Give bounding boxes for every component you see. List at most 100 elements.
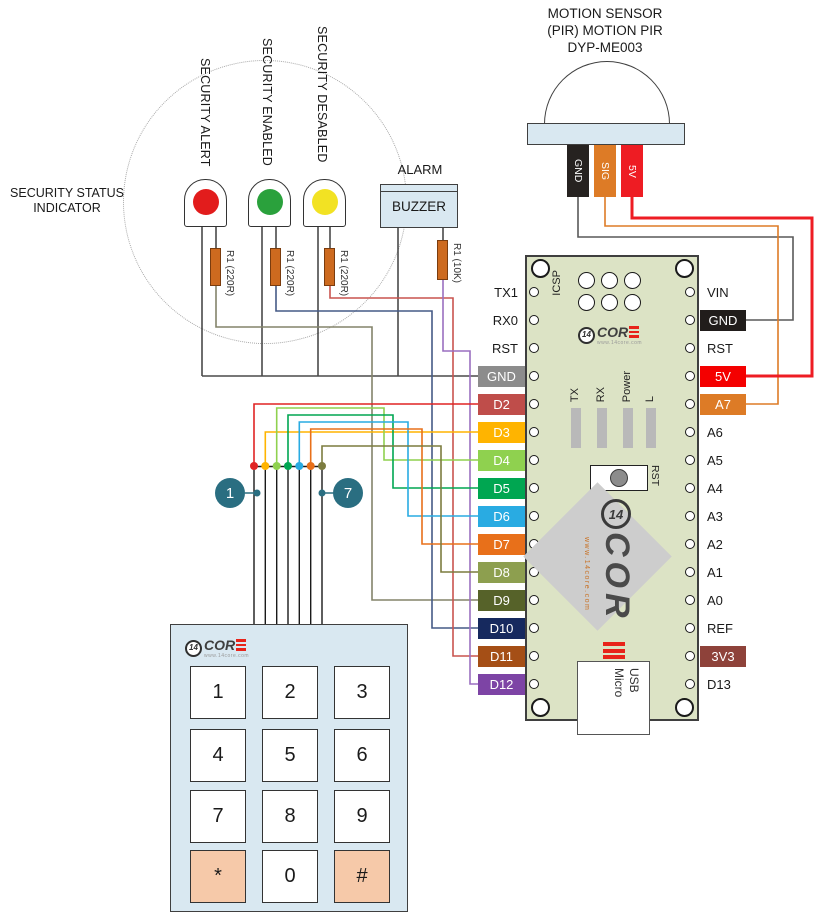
reset-label: RST <box>649 465 661 486</box>
pin-label-a4: A4 <box>707 481 723 496</box>
watermark-text: COR <box>598 532 636 623</box>
pin-hole <box>685 567 695 577</box>
pin-label-5v: 5V <box>700 366 746 387</box>
pin-label-a3: A3 <box>707 509 723 524</box>
pin-label-d8: D8 <box>478 562 525 583</box>
pin-hole <box>685 511 695 521</box>
ribbon-dot-5 <box>295 462 304 470</box>
resistor-alert-label: R1 (220R) <box>224 250 235 297</box>
mount-hole <box>531 698 550 717</box>
callout-7-dot <box>318 489 326 497</box>
logo-url: www.14core.com <box>597 340 643 346</box>
pin-label-a5: A5 <box>707 453 723 468</box>
logo-text: COR <box>204 637 236 653</box>
pin-label-d7: D7 <box>478 534 525 555</box>
pin-hole <box>685 343 695 353</box>
led-alert-label: SECURITY ALERT <box>198 58 212 167</box>
logo-14-icon: 14 <box>185 639 202 657</box>
pin-label-d6: D6 <box>478 506 525 527</box>
pin-hole <box>685 399 695 409</box>
led-enabled-chip <box>256 189 283 215</box>
key-9: 9 <box>334 790 390 843</box>
status-led-bar <box>646 408 656 448</box>
key-8: 8 <box>262 790 318 843</box>
icsp-pad <box>578 294 595 311</box>
alarm-label: ALARM <box>397 162 443 177</box>
pin-label-d9: D9 <box>478 590 525 611</box>
pin-hole <box>685 455 695 465</box>
key-star: * <box>190 850 246 903</box>
pin-hole <box>685 287 695 297</box>
ribbon-dot-3 <box>272 462 281 470</box>
pin-label-d13: D13 <box>707 677 731 692</box>
led-enabled <box>248 179 291 227</box>
pin-label-gnd-left: GND <box>478 366 525 387</box>
pin-hole <box>685 595 695 605</box>
pin-label-d11: D11 <box>478 646 525 667</box>
resistor-alert <box>210 248 221 286</box>
callout-badge-1: 1 <box>215 478 245 508</box>
pin-label-a7: A7 <box>700 394 746 415</box>
pir-title-line1: MOTION SENSOR <box>547 6 663 21</box>
micro-usb-label-line1: Micro <box>612 668 626 698</box>
pir-pin-sig: SIG <box>594 145 616 197</box>
wire-enabled-to-d10 <box>275 285 480 629</box>
pin-label-vin: VIN <box>707 285 729 300</box>
ribbon-dot-4 <box>284 462 292 470</box>
led-enabled-label: SECURITY ENABLED <box>260 38 274 167</box>
pin-label-d4: D4 <box>478 450 525 471</box>
pin-label-rst-right: RST <box>707 341 733 356</box>
indicator-caption-line1: SECURITY STATUS <box>10 186 124 200</box>
wire-pir-sig-to-a7 <box>604 196 779 405</box>
pin-label-d5: D5 <box>478 478 525 499</box>
micro-usb-label-line2: USB <box>627 668 641 693</box>
pir-base <box>527 123 685 145</box>
status-label-tx: TX <box>569 387 581 402</box>
mount-hole <box>675 259 694 278</box>
led-alert-chip <box>192 189 219 215</box>
status-led-bar <box>597 408 607 448</box>
pin-hole <box>685 315 695 325</box>
pin-hole <box>529 315 539 325</box>
pin-label-d2: D2 <box>478 394 525 415</box>
indicator-caption-line2: INDICATOR <box>33 201 101 215</box>
pir-pin-gnd: GND <box>567 145 589 197</box>
resistor-enabled <box>270 248 281 286</box>
key-7: 7 <box>190 790 246 843</box>
logo-e-bars-icon <box>236 639 247 651</box>
wire-kp3-to-d4 <box>275 407 480 466</box>
resistor-buzzer-label: R1 (10K) <box>451 243 462 284</box>
led-desabled-chip <box>311 189 338 215</box>
logo-url: www.14core.com <box>204 653 250 659</box>
callout-1-dot <box>253 489 261 497</box>
pin-label-d12: D12 <box>478 674 525 695</box>
icsp-pad <box>601 272 618 289</box>
wire-kp5-to-d6 <box>298 421 480 517</box>
key-5: 5 <box>262 729 318 782</box>
resistor-desabled-label: R1 (220R) <box>338 250 349 297</box>
reset-button-cap <box>610 468 628 487</box>
pin-hole <box>529 623 539 633</box>
pin-hole <box>685 483 695 493</box>
key-3: 3 <box>334 666 390 719</box>
mount-hole <box>675 698 694 717</box>
wire-kp1-to-d2 <box>253 403 480 466</box>
pin-hole <box>529 399 539 409</box>
wire-alert-to-d9 <box>215 285 480 601</box>
icsp-pad <box>601 294 618 311</box>
pin-hole <box>529 343 539 353</box>
pin-hole <box>529 511 539 521</box>
key-4: 4 <box>190 729 246 782</box>
pin-label-3v3: 3V3 <box>700 646 746 667</box>
icsp-label: ICSP <box>551 270 563 296</box>
pin-hole <box>529 651 539 661</box>
pin-label-gnd-right: GND <box>700 310 746 331</box>
led-desabled-label: SECURITY DESABLED <box>315 26 329 163</box>
pin-hole <box>685 651 695 661</box>
buzzer: BUZZER <box>380 184 458 228</box>
indicator-caption: SECURITY STATUS INDICATOR <box>6 186 128 216</box>
status-label-rx: RX <box>595 386 607 402</box>
pin-label-rst-left: RST <box>492 341 518 356</box>
